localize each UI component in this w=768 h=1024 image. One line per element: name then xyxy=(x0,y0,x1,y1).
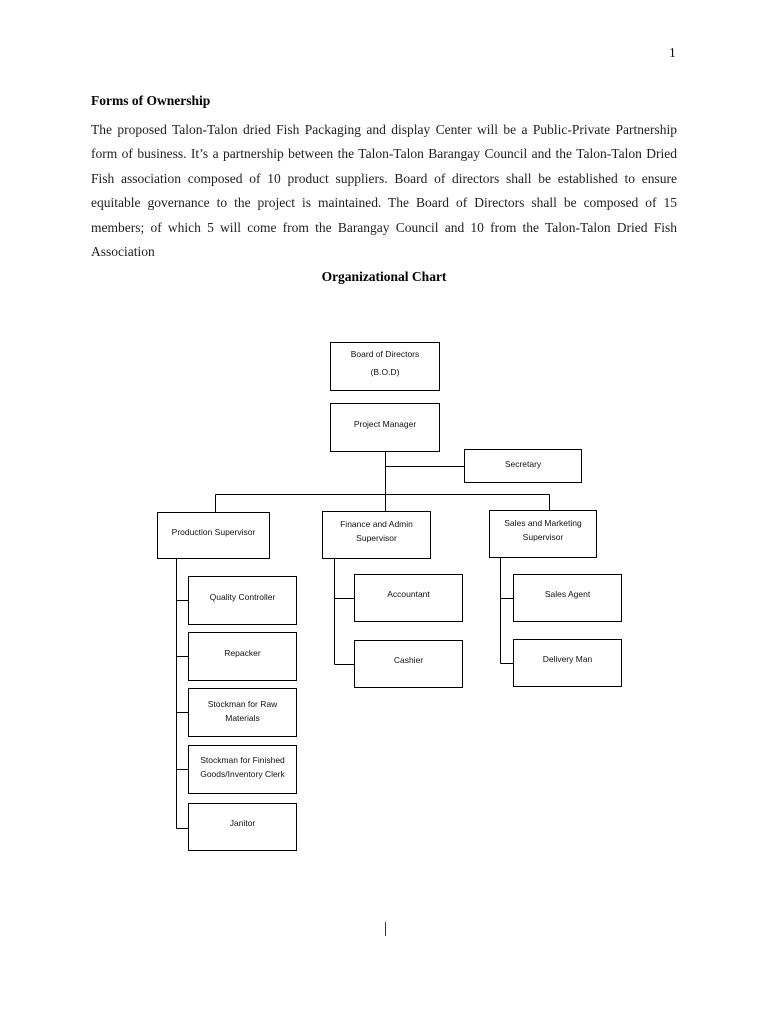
org-box-label: Stockman for Finished xyxy=(200,754,285,765)
org-box-secretary: Secretary xyxy=(464,449,582,483)
org-box-label: Supervisor xyxy=(356,533,397,543)
org-box-finance-admin-supervisor: Finance and Admin Supervisor xyxy=(322,511,431,559)
paragraph-line: equitable governance to the project is m… xyxy=(91,195,677,211)
org-box-label: Board of Directors xyxy=(350,348,420,359)
org-box-label: Finance and Admin xyxy=(340,519,413,529)
org-box-stockman-finished-goods: Stockman for Finished Goods/Inventory Cl… xyxy=(188,745,297,794)
org-box-label: (B.O.D) xyxy=(370,366,400,377)
org-box-sales-agent: Sales Agent xyxy=(513,574,622,622)
org-box-quality-controller: Quality Controller xyxy=(188,576,297,625)
org-box-label: Delivery Man xyxy=(542,654,593,664)
page-number: 1 xyxy=(669,45,676,60)
paragraph-line: The proposed Talon-Talon dried Fish Pack… xyxy=(91,122,677,137)
org-box-cashier: Cashier xyxy=(354,640,463,688)
org-box-label: Goods/Inventory Clerk xyxy=(200,768,285,779)
org-box-accountant: Accountant xyxy=(354,574,463,622)
org-box-label: Accountant xyxy=(387,589,430,599)
org-box-sales-marketing-supervisor: Sales and Marketing Supervisor xyxy=(489,510,597,558)
org-box-production-supervisor: Production Supervisor xyxy=(157,512,270,559)
org-box-label: Production Supervisor xyxy=(171,526,256,537)
org-box-label: Repacker xyxy=(224,647,261,658)
org-box-board-of-directors: Board of Directors (B.O.D) xyxy=(330,342,440,391)
org-box-stockman-raw-materials: Stockman for Raw Materials xyxy=(188,688,297,737)
org-box-label: Secretary xyxy=(504,459,542,469)
section-heading: Forms of Ownership xyxy=(91,93,211,108)
org-box-project-manager: Project Manager xyxy=(330,403,440,452)
org-box-repacker: Repacker xyxy=(188,632,297,681)
org-box-label: Stockman for Raw xyxy=(207,698,278,709)
org-box-label: Quality Controller xyxy=(209,591,276,602)
org-box-label: Project Manager xyxy=(353,418,417,429)
body-paragraph: The proposed Talon-Talon dried Fish Pack… xyxy=(91,118,677,264)
paragraph-line: form of business. It’s a partnership bet… xyxy=(91,146,677,162)
org-box-label: Janitor xyxy=(229,818,256,828)
org-box-label: Materials xyxy=(225,712,260,723)
org-box-delivery-man: Delivery Man xyxy=(513,639,622,687)
org-box-label: Supervisor xyxy=(522,532,564,542)
org-chart-title: Organizational Chart xyxy=(321,269,447,284)
org-box-label: Sales and Marketing xyxy=(504,518,582,528)
paragraph-line: Fish association composed of 10 product … xyxy=(91,170,677,186)
org-box-janitor: Janitor xyxy=(188,803,297,851)
org-box-label: Sales Agent xyxy=(544,589,591,599)
paragraph-line: members; of which 5 will come from the B… xyxy=(91,219,677,235)
org-box-label: Cashier xyxy=(393,655,424,665)
paragraph-line: Association xyxy=(91,244,155,260)
